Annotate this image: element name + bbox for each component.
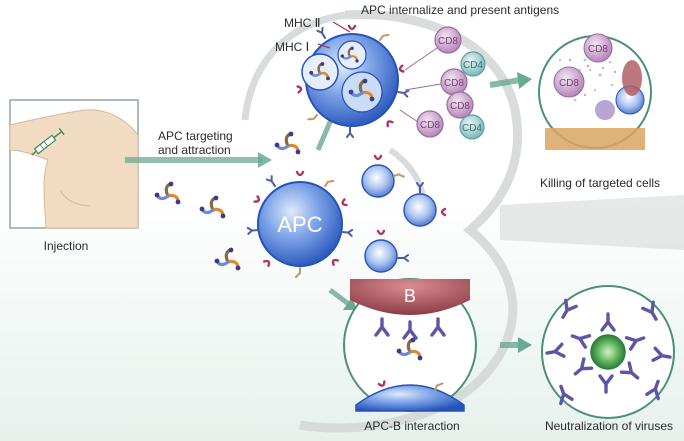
injection-panel [9,99,139,229]
cd4-cell [460,51,486,77]
small-apc-cells [361,154,447,273]
cd4-label: CD4 [462,123,482,134]
apc-main-cell: APC [246,170,354,278]
apc-b-label: APC-B interaction [364,419,460,433]
cd8-cell [434,26,462,54]
cd4-cell [459,114,485,140]
killing-label: Killing of targeted cells [539,176,661,190]
mhc2-pointer [332,21,351,33]
cd8-cell [446,91,474,119]
cd8-label: CD8 [559,78,579,89]
cd8-label: CD8 [588,44,608,55]
syringe-icon [31,127,65,156]
cd8-label: CD8 [444,78,464,89]
injection-label: Injection [43,239,89,253]
t-cell-cluster: CD8 CD4 CD8 CD8 CD8 CD4 [399,26,486,140]
neutralization-panel [541,285,675,419]
apc-b-panel: B [343,278,477,412]
cd8-label: CD8 [450,101,470,112]
cd8-cell [583,33,613,63]
apc-presenting-cell [296,24,410,138]
cd8-cell [553,66,585,98]
neutralization-label: Neutralization of viruses [544,419,674,433]
apc-label: APC [277,212,322,237]
apc-present-label: APC internalize and present antigens [361,3,560,17]
cd8-cell [416,110,444,138]
cd8-label: CD8 [420,120,440,131]
b-cell-label: B [404,286,416,306]
mhc1-label: MHC Ⅰ [275,40,310,54]
killing-panel: CD8 CD8 [538,33,652,150]
cd4-label: CD4 [463,60,483,71]
lymph-vessel [500,195,684,250]
mhc2-label: MHC Ⅱ [284,16,321,30]
virus-particle [590,334,626,370]
mhc1-pointer [317,43,331,49]
apc-targeting-label: APC targeting and attraction [158,129,233,157]
cd8-label: CD8 [438,36,458,47]
